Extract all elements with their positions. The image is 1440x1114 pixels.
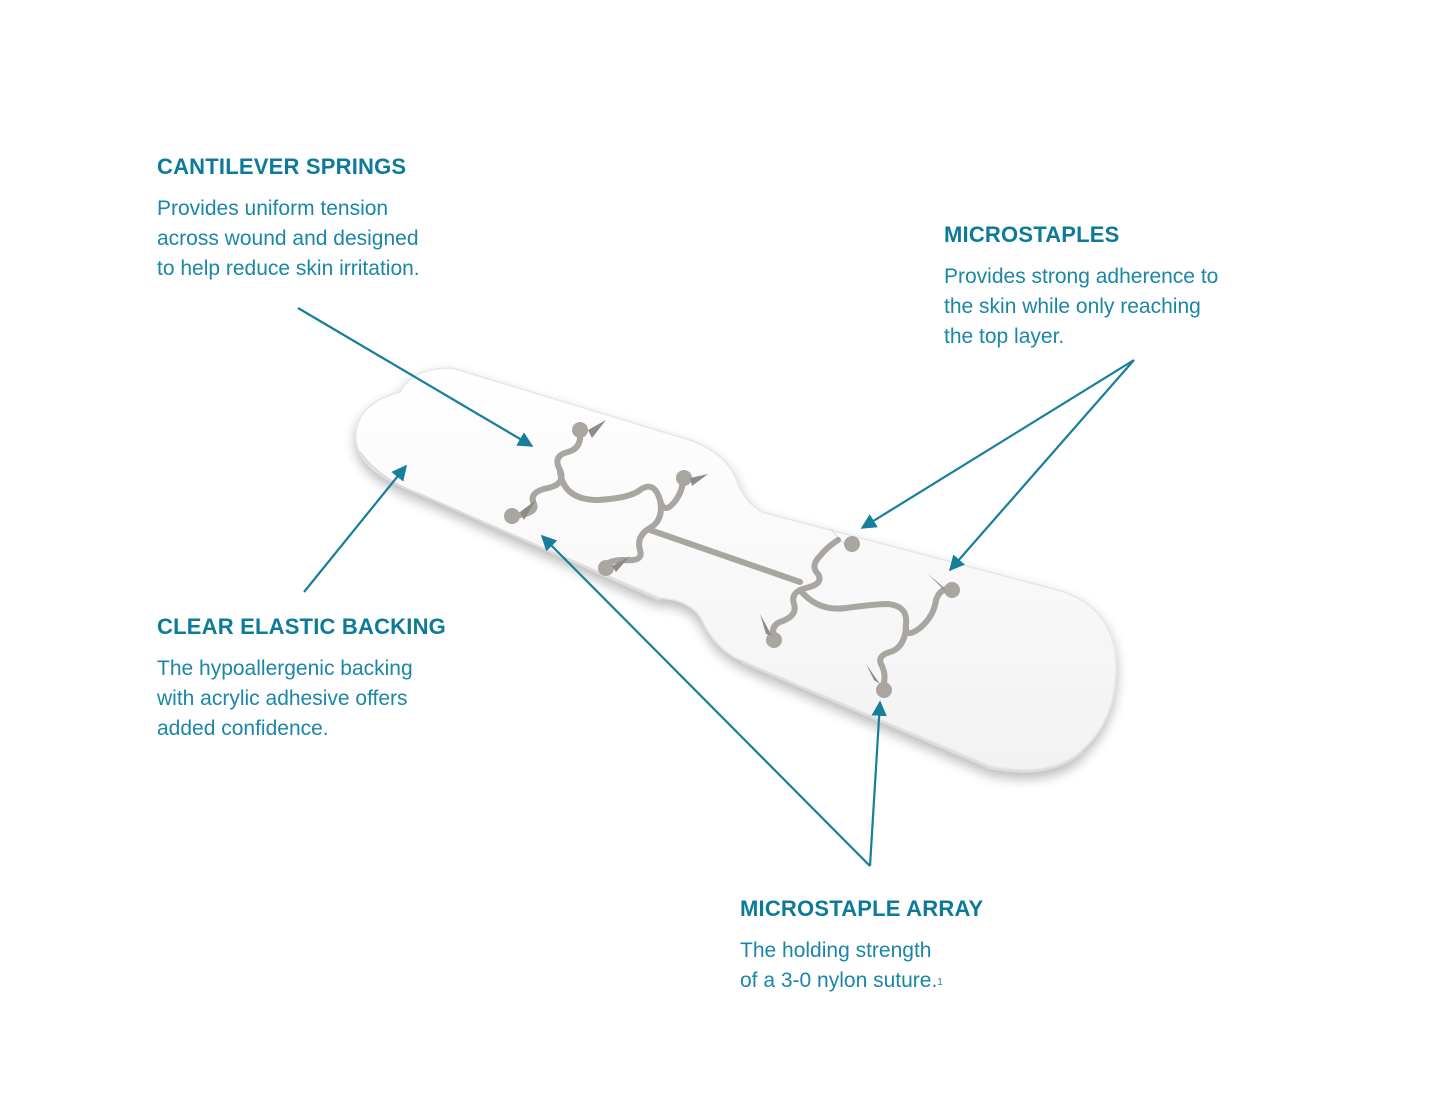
- callout-microstaple-array: MICROSTAPLE ARRAY The holding strength o…: [740, 896, 983, 996]
- footnote-reference: 1: [937, 977, 943, 988]
- callout-title: CLEAR ELASTIC BACKING: [157, 614, 446, 639]
- arrow-array-2: [868, 700, 887, 867]
- callout-description: Provides uniform tension across wound an…: [157, 197, 420, 280]
- callout-line: of a 3-0 nylon suture.: [740, 969, 938, 992]
- staple-prongs: [520, 420, 946, 684]
- callout-description: The hypoallergenic backing with acrylic …: [157, 657, 413, 740]
- arrow-backing: [303, 464, 407, 593]
- arrow-cantilever: [297, 307, 534, 447]
- arrow-microstaples-2: [948, 359, 1135, 572]
- callout-description: Provides strong adherence to the skin wh…: [944, 265, 1219, 348]
- callout-title: CANTILEVER SPRINGS: [157, 154, 407, 179]
- backing-pad: [355, 367, 1117, 773]
- arrow-microstaples-1: [860, 359, 1135, 529]
- callout-title: MICROSTAPLES: [944, 222, 1120, 247]
- callout-cantilever-springs: CANTILEVER SPRINGS Provides uniform tens…: [157, 154, 420, 284]
- callout-clear-elastic-backing: CLEAR ELASTIC BACKING The hypoallergenic…: [157, 614, 446, 744]
- arrow-array-1: [540, 534, 871, 867]
- microstaple-array: [509, 429, 955, 693]
- callout-title: MICROSTAPLE ARRAY: [740, 896, 984, 921]
- callout-description: The holding strength of a 3-0 nylon sutu…: [740, 939, 943, 992]
- callout-microstaples: MICROSTAPLES Provides strong adherence t…: [944, 222, 1218, 352]
- staple-pads: [504, 422, 960, 698]
- callout-arrows: [297, 307, 1135, 867]
